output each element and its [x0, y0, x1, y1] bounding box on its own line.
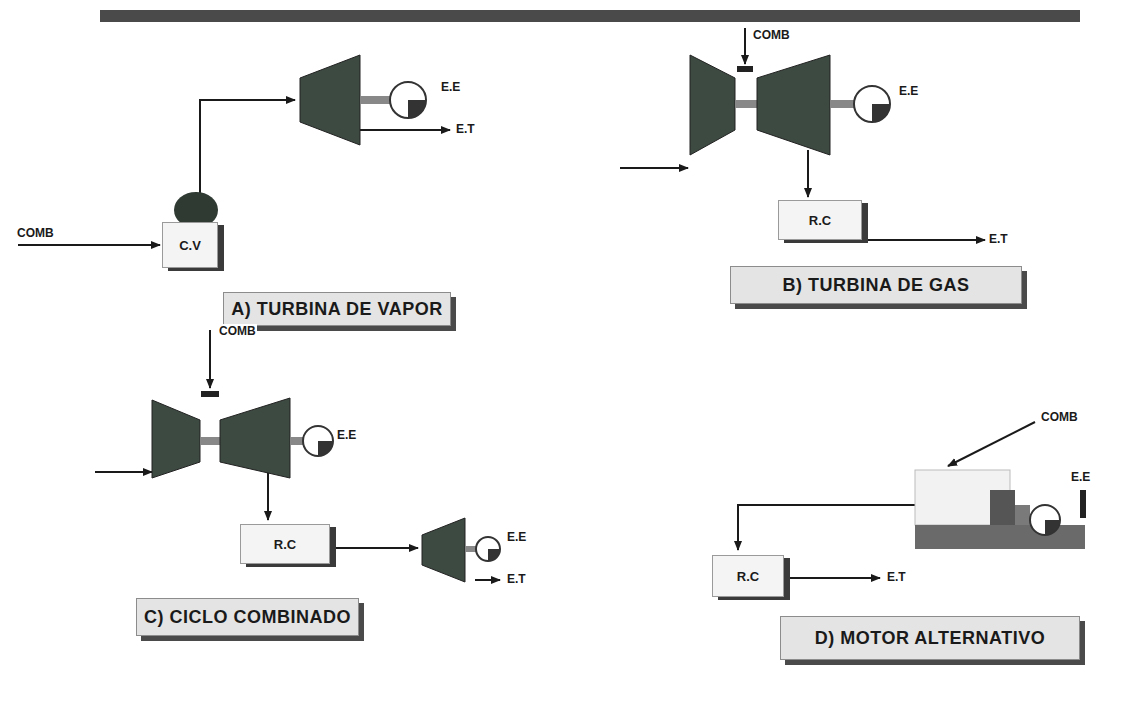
- engine-side: [1015, 505, 1030, 525]
- shaft: [290, 437, 304, 445]
- compressor: [152, 400, 200, 478]
- boiler-box: C.V: [162, 222, 218, 268]
- combustor: [201, 391, 219, 397]
- flow-label: E.E: [506, 530, 527, 544]
- flow-label: E.T: [506, 572, 527, 586]
- generator: [390, 82, 426, 118]
- engine-head: [990, 490, 1015, 525]
- node-label: C) CICLO COMBINADO: [144, 607, 351, 628]
- title-band: B) TURBINA DE GAS: [730, 266, 1022, 304]
- generator: [476, 537, 500, 561]
- shaft: [200, 437, 220, 445]
- generator-shade: [318, 441, 333, 456]
- flow-label: E.T: [988, 232, 1009, 246]
- generator-shade: [872, 104, 890, 122]
- generator-terminal: [1080, 490, 1086, 518]
- generator-shade: [488, 549, 500, 561]
- gas-cycle-b: [620, 28, 985, 240]
- generator-shade: [1045, 520, 1060, 535]
- node-label: R.C: [274, 537, 296, 552]
- flow-label: COMB: [218, 324, 257, 338]
- shaft: [735, 100, 757, 108]
- flow-label: E.T: [455, 122, 476, 136]
- flow-label: E.E: [898, 84, 919, 98]
- flow-label: E.E: [1070, 470, 1091, 484]
- compressor: [690, 55, 735, 155]
- node-label: C.V: [179, 238, 201, 253]
- node-label: R.C: [737, 569, 759, 584]
- node-label: R.C: [809, 213, 831, 228]
- gas-turbine: [220, 398, 290, 478]
- heat-recovery-box: R.C: [240, 524, 330, 564]
- flow-label: E.T: [886, 570, 907, 584]
- heat-recovery-box: R.C: [778, 200, 862, 240]
- generator-shade: [408, 100, 426, 118]
- heat-recovery-box: R.C: [712, 555, 784, 597]
- steam-cycle-a: [18, 100, 450, 245]
- generator: [303, 426, 333, 456]
- title-band: C) CICLO COMBINADO: [136, 598, 359, 636]
- gas-turbine: [757, 55, 830, 155]
- engine-base: [915, 525, 1085, 549]
- generator: [854, 86, 890, 122]
- node-label: D) MOTOR ALTERNATIVO: [815, 628, 1045, 649]
- title-band: A) TURBINA DE VAPOR: [223, 292, 451, 326]
- steam-turbine: [422, 518, 465, 582]
- flow-label: E.E: [336, 428, 357, 442]
- shaft: [830, 100, 855, 108]
- combustor: [737, 66, 753, 72]
- flow-label: COMB: [16, 226, 55, 240]
- generator: [1030, 505, 1060, 535]
- flow-label: COMB: [1040, 410, 1079, 424]
- node-label: A) TURBINA DE VAPOR: [231, 299, 443, 320]
- node-label: B) TURBINA DE GAS: [783, 275, 970, 296]
- flow-label: E.E: [440, 80, 461, 94]
- flow-label: COMB: [752, 28, 791, 42]
- steam-turbine: [300, 55, 360, 145]
- shaft: [360, 96, 390, 104]
- header-bar: [100, 10, 1080, 22]
- title-band: D) MOTOR ALTERNATIVO: [780, 616, 1080, 660]
